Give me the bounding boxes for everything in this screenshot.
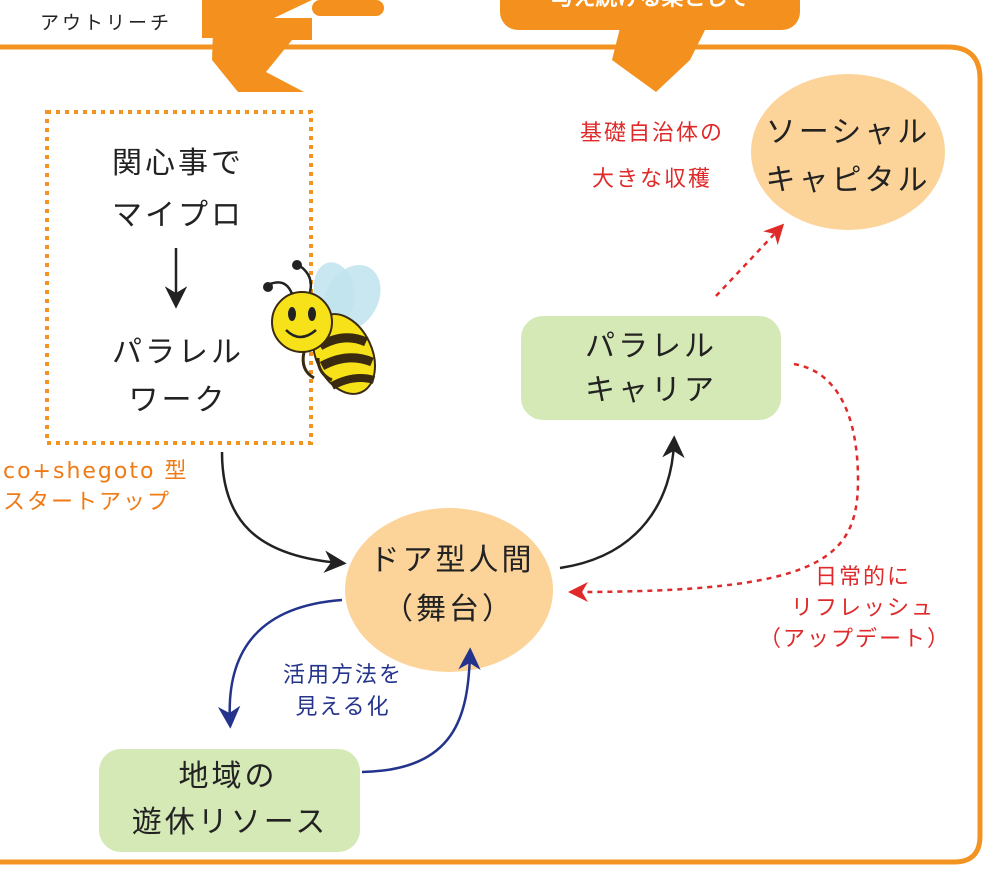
- arrow-refresh-to-door: [568, 362, 860, 602]
- giving-banner: [500, 0, 800, 30]
- parallel-career-line1: パラレル: [585, 329, 717, 364]
- my-project-line1: 関心事で: [112, 146, 244, 181]
- social-capital-line2: キャピタル: [766, 163, 931, 198]
- refresh-label-line2: リフレッシュ: [791, 596, 935, 621]
- outreach-down-arrow: [212, 0, 312, 92]
- giving-banner-text: 与え続ける栗として: [551, 0, 748, 11]
- social-capital-line1: ソーシャル: [766, 115, 930, 150]
- door-human-line1: ドア型人間: [370, 543, 535, 578]
- parallel-work-line1: パラレル: [112, 335, 244, 370]
- local-resources-line2: 遊休リソース: [132, 805, 329, 840]
- visualize-label-line2: 見える化: [295, 695, 390, 720]
- refresh-label-line3: （アップデート）: [759, 627, 951, 652]
- giving-down-arrow: [612, 28, 706, 92]
- social-capital-node: [751, 74, 945, 230]
- refresh-label-line1: 日常的に: [815, 565, 911, 590]
- local-resources-node: [99, 749, 360, 852]
- door-human-node: [345, 508, 553, 672]
- visualize-label-line1: 活用方法を: [283, 663, 403, 688]
- arrow-career-to-social-capital: [715, 223, 785, 297]
- harvest-label-line1: 基礎自治体の: [580, 121, 724, 146]
- arrow-parallel-work-to-door: [220, 451, 347, 573]
- outer-frame: [0, 44, 983, 865]
- startup-label-line2: スタートアップ: [3, 490, 171, 515]
- door-human-line2: （舞台）: [383, 592, 515, 627]
- parallel-work-line2: ワーク: [129, 383, 228, 418]
- outreach-banner-fragment: [312, 0, 384, 16]
- bee-icon: [263, 260, 381, 395]
- arrow-door-to-parallel-career: [559, 435, 685, 570]
- outreach-label: アウトリーチ: [40, 12, 172, 34]
- outreach-banner-edge: [202, 0, 214, 38]
- parallel-career-line2: キャリア: [585, 373, 717, 408]
- parallel-career-node: [521, 316, 781, 420]
- local-resources-line1: 地域の: [179, 759, 278, 794]
- arrow-resources-to-door: [361, 647, 481, 774]
- harvest-label-line2: 大きな収穫: [592, 167, 712, 192]
- my-project-line2: マイプロ: [112, 198, 244, 233]
- startup-label-line1: co+shegoto 型: [3, 459, 188, 484]
- arrow-door-to-resources: [217, 598, 343, 729]
